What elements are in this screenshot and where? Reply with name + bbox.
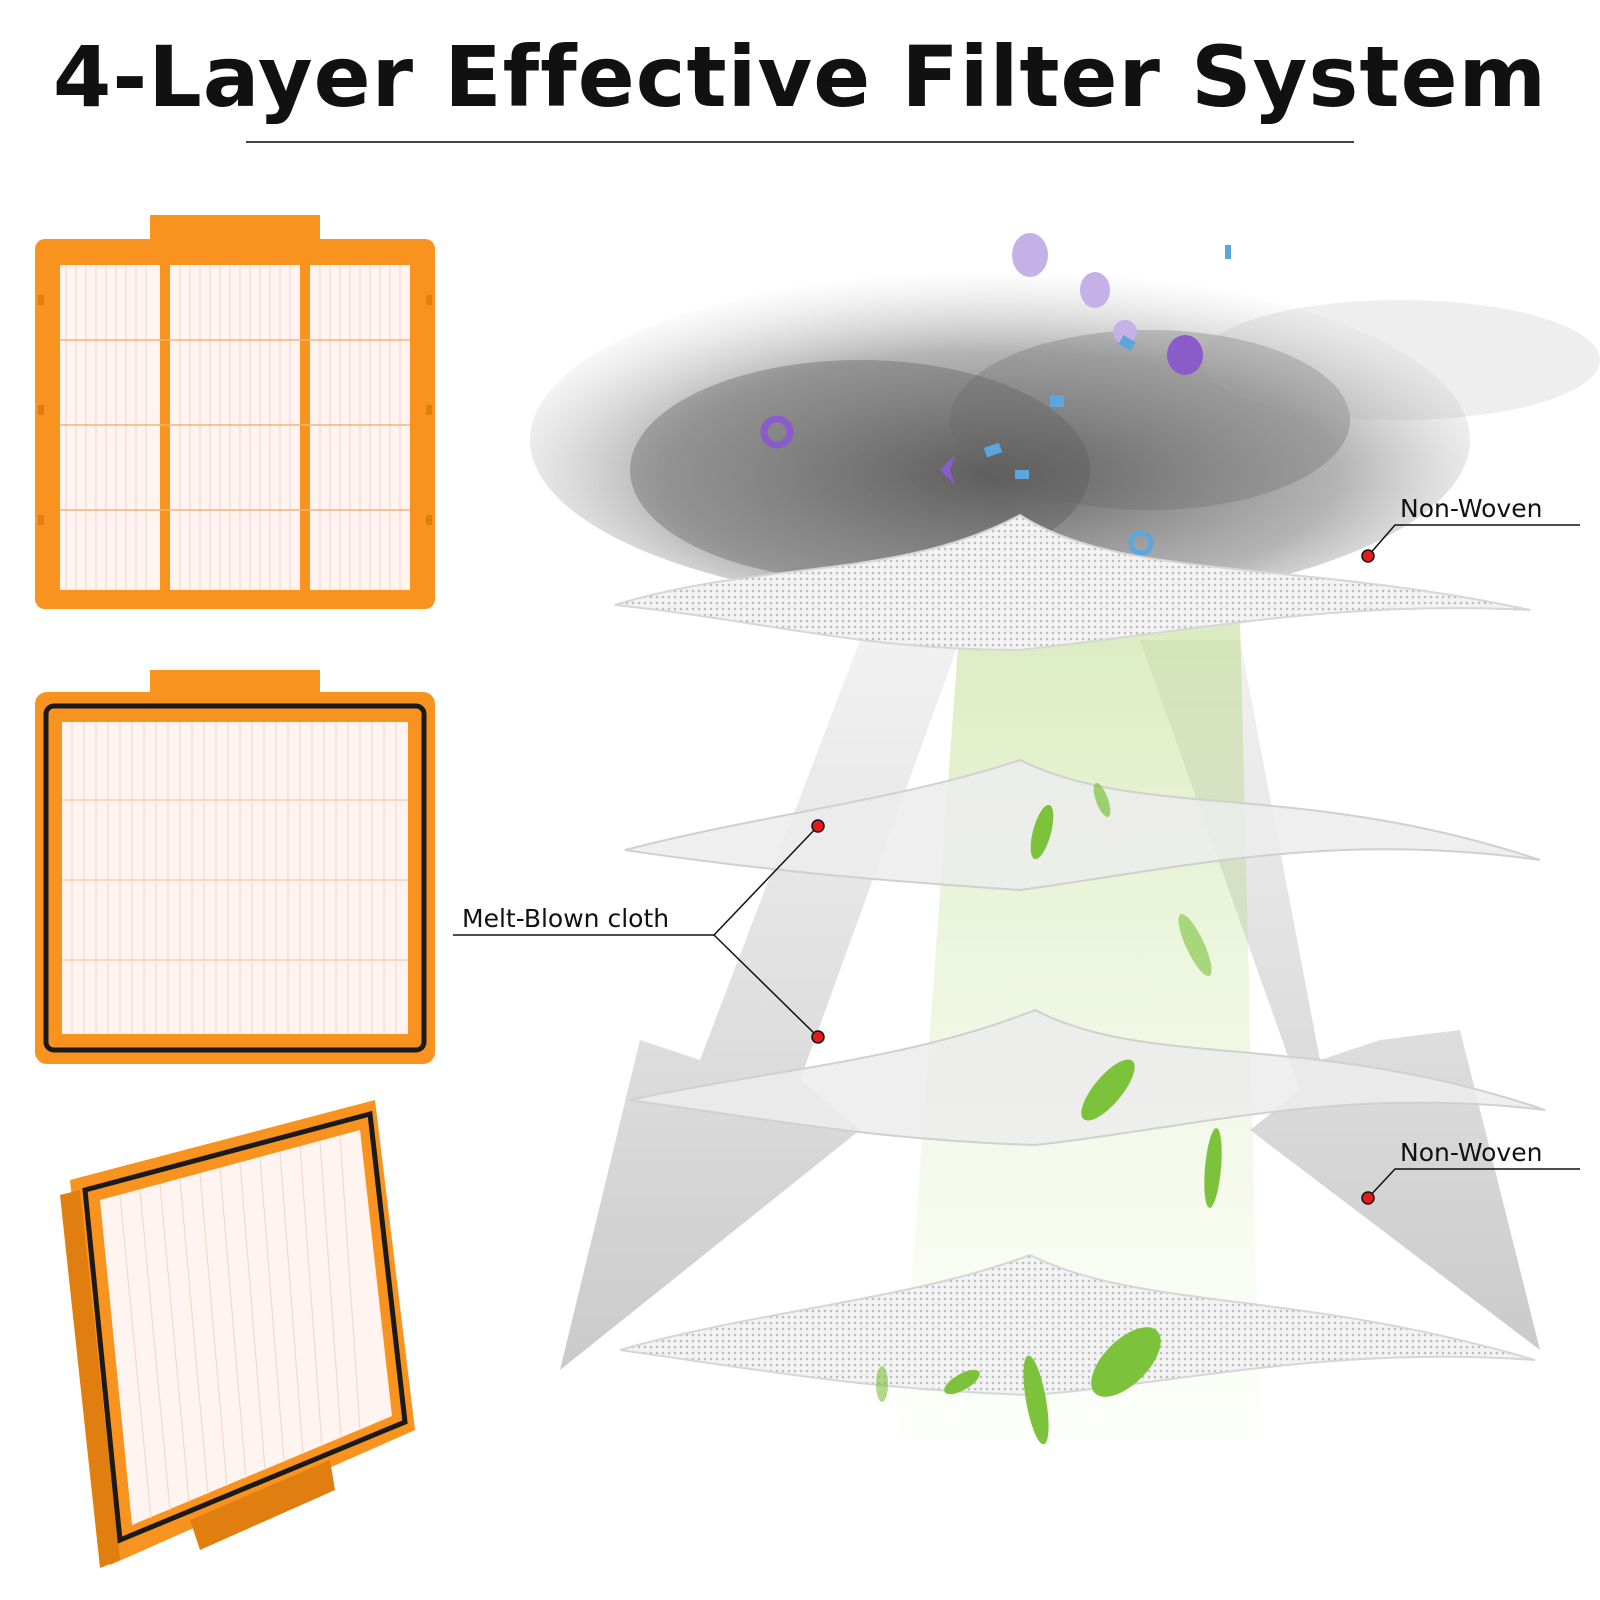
title-divider [246, 141, 1354, 143]
filter-gasket-view-icon [35, 670, 435, 1064]
layer-non-woven-top [614, 513, 1531, 652]
green-leaf-icon [876, 782, 1222, 1445]
layer-melt-blown-upper [624, 758, 1541, 892]
label-non-woven-bottom: Non-Woven [1400, 1138, 1543, 1167]
marker-dot-top [1361, 549, 1375, 563]
label-melt-blown: Melt-Blown cloth [462, 904, 670, 933]
label-non-woven-top: Non-Woven [1400, 494, 1543, 523]
page-title: 4-Layer Effective Filter System [52, 28, 1548, 126]
filter-front-view-icon [35, 215, 435, 609]
layer-melt-blown-lower [629, 1008, 1546, 1147]
marker-dot-bottom [1361, 1191, 1375, 1205]
callout-lines [453, 524, 1580, 1199]
layer-non-woven-bottom [619, 1253, 1536, 1397]
marker-dot-melt-upper [811, 819, 825, 833]
dust-particles-icon [530, 233, 1600, 647]
filter-angled-view-icon [60, 1100, 415, 1568]
marker-dot-melt-lower [811, 1030, 825, 1044]
